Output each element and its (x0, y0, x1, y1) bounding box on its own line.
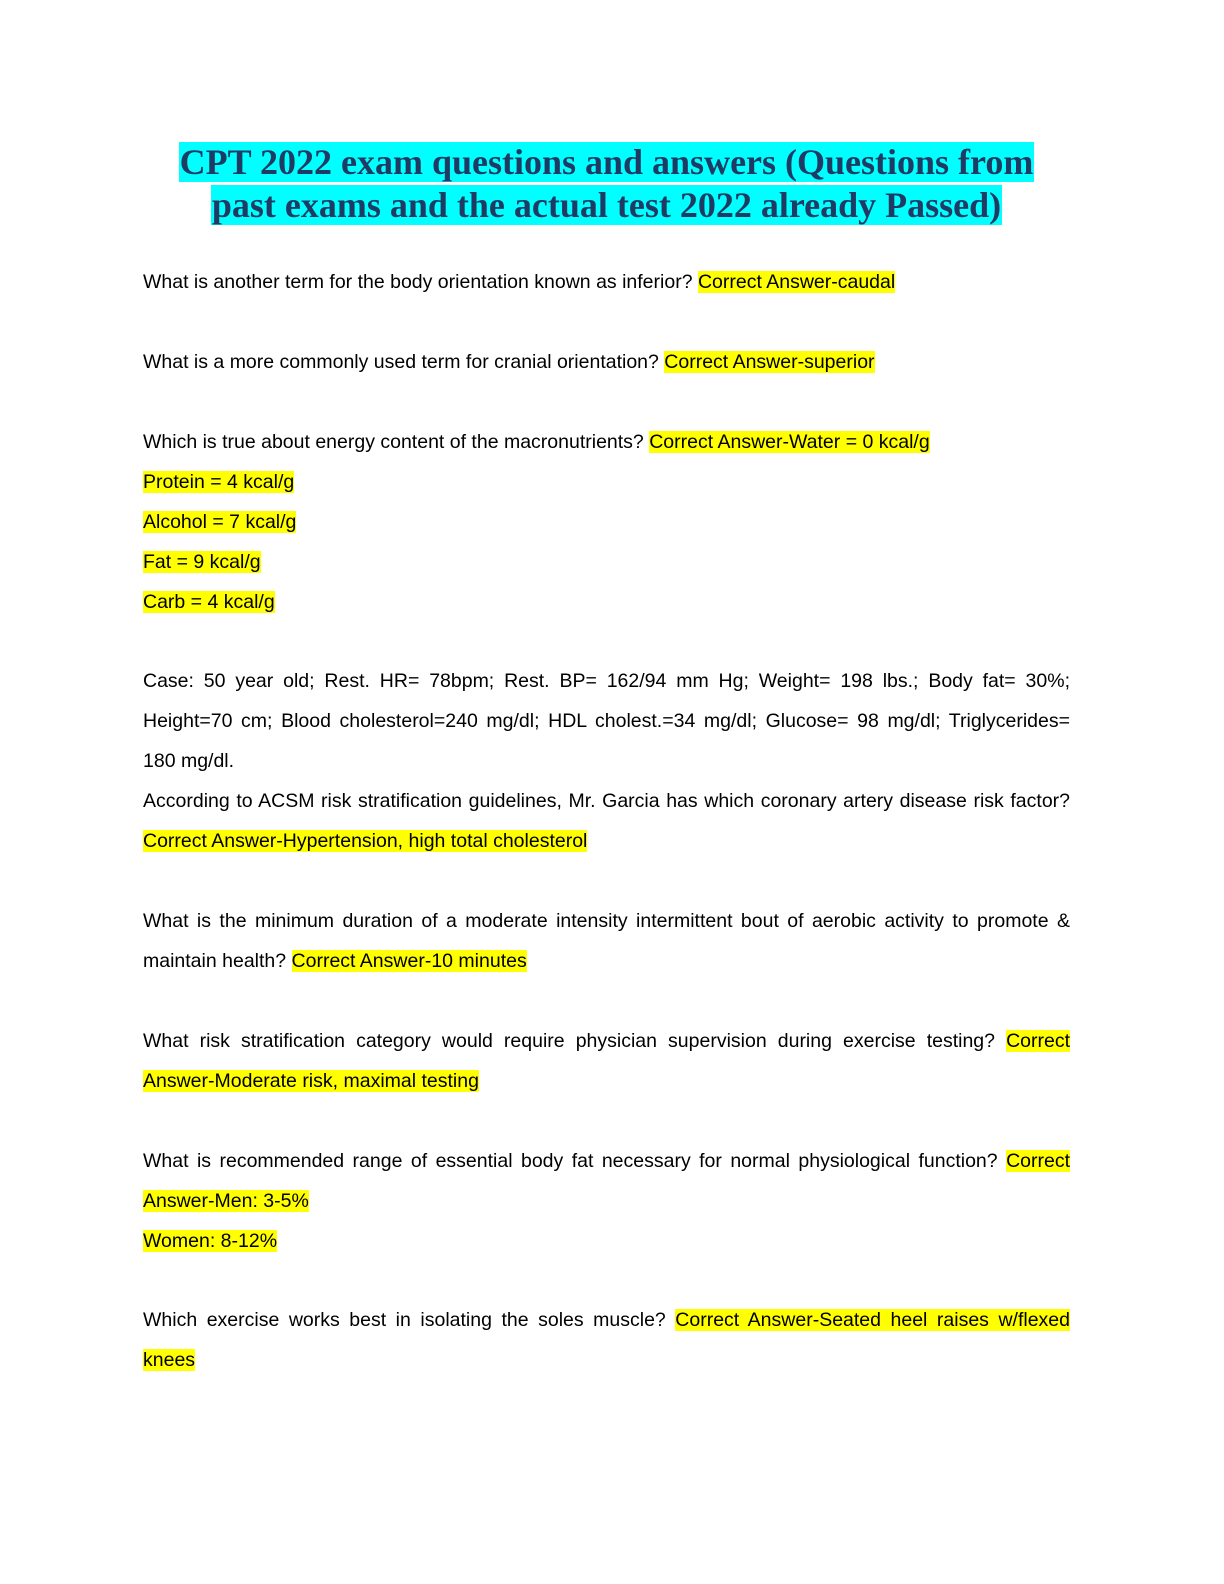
qa-item-7: What is recommended range of essential b… (143, 1141, 1070, 1261)
document-title: CPT 2022 exam questions and answers (Que… (143, 141, 1070, 227)
answer-text: Correct Answer-caudal (697, 271, 896, 293)
answer-line: Alcohol = 7 kcal/g (143, 511, 297, 533)
case-text: Case: 50 year old; Rest. HR= 78bpm; Rest… (143, 670, 1070, 772)
answer-text: Correct Answer-Water = 0 kcal/g (649, 431, 930, 453)
answer-text: Correct Answer-10 minutes (291, 950, 527, 972)
answer-line: Protein = 4 kcal/g (143, 471, 295, 493)
question-text: What risk stratification category would … (143, 1030, 1007, 1052)
question-text: Which exercise works best in isolating t… (143, 1309, 676, 1331)
answer-line: Carb = 4 kcal/g (143, 591, 275, 613)
answer-line: Fat = 9 kcal/g (143, 551, 261, 573)
question-text: What is a more commonly used term for cr… (143, 351, 665, 373)
qa-item-6: What risk stratification category would … (143, 1021, 1070, 1101)
question-text: According to ACSM risk stratification gu… (143, 790, 1070, 812)
question-text: What is recommended range of essential b… (143, 1150, 1007, 1172)
qa-item-8: Which exercise works best in isolating t… (143, 1300, 1070, 1380)
answer-line: Women: 8-12% (143, 1230, 278, 1252)
qa-item-2: What is a more commonly used term for cr… (143, 342, 1070, 382)
question-text: What is another term for the body orient… (143, 271, 698, 293)
qa-item-5: What is the minimum duration of a modera… (143, 901, 1070, 981)
answer-text: Correct Answer-Hypertension, high total … (143, 830, 588, 852)
title-line-1: CPT 2022 exam questions and answers (Que… (178, 142, 1035, 182)
question-text: What is the minimum duration of a modera… (143, 910, 1070, 972)
qa-item-1: What is another term for the body orient… (143, 262, 1070, 302)
title-line-2: past exams and the actual test 2022 alre… (210, 185, 1003, 225)
answer-text: Correct Answer-superior (664, 351, 875, 373)
case-description: Case: 50 year old; Rest. HR= 78bpm; Rest… (143, 661, 1070, 781)
qa-item-4: According to ACSM risk stratification gu… (143, 781, 1070, 861)
qa-item-3: Which is true about energy content of th… (143, 422, 1070, 622)
question-text: Which is true about energy content of th… (143, 431, 650, 453)
